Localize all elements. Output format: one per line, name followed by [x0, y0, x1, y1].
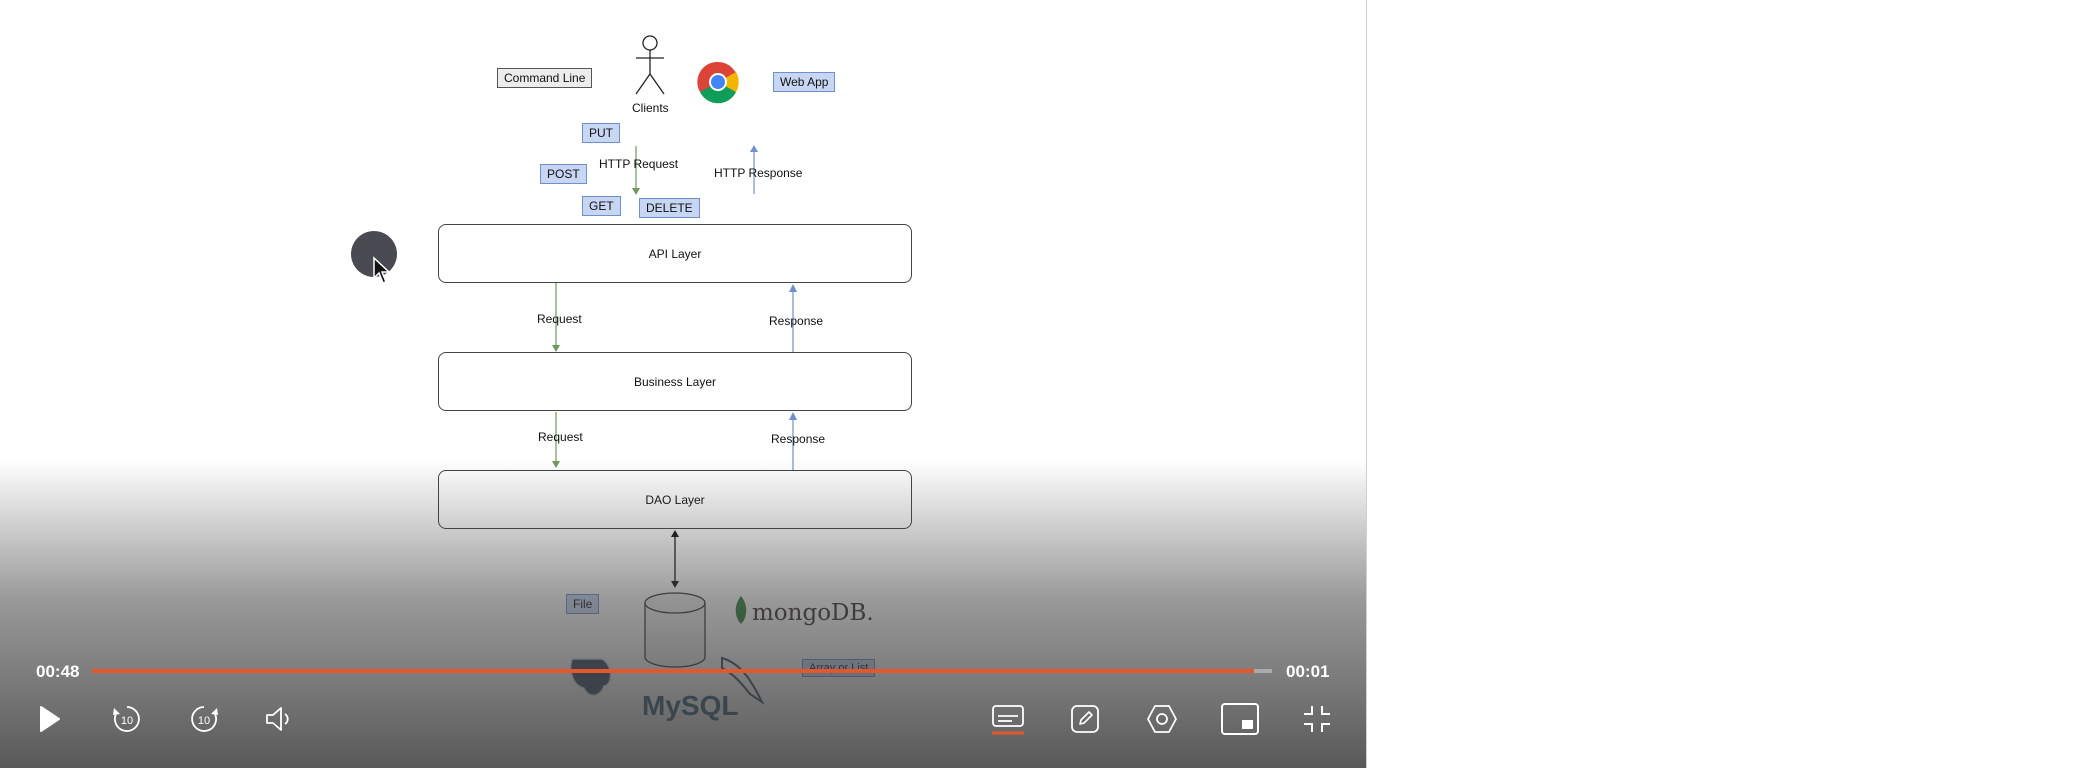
request-label-1: Request: [537, 312, 582, 326]
play-button[interactable]: [28, 698, 70, 740]
response-label-1: Response: [769, 314, 824, 328]
subtitles-button[interactable]: [987, 698, 1029, 740]
file-tag: File: [566, 594, 600, 614]
progress-bar[interactable]: [92, 669, 1272, 673]
mongodb-leaf-icon: [735, 596, 747, 624]
volume-icon: [266, 707, 289, 731]
mongodb-label: mongoDB.: [752, 600, 874, 626]
http-request-label: HTTP Request: [599, 157, 679, 171]
client-stick-figure: [635, 35, 665, 95]
forward-10-icon: 10: [191, 706, 218, 732]
dao-layer-box: DAO Layer: [438, 470, 912, 529]
business-layer-box: Business Layer: [438, 352, 912, 411]
exit-fullscreen-button[interactable]: [1296, 698, 1338, 740]
database-icon: [644, 592, 706, 668]
picture-in-picture-icon: [1221, 703, 1259, 735]
rewind-10-button[interactable]: 10: [106, 698, 148, 740]
exit-fullscreen-icon: [1304, 706, 1330, 732]
settings-icon: [1147, 705, 1177, 733]
annotate-button[interactable]: [1064, 698, 1106, 740]
mysql-label: MySQL: [642, 690, 739, 721]
forward-10-button[interactable]: 10: [183, 698, 225, 740]
request-label-2: Request: [538, 430, 583, 444]
blank-area: [1366, 0, 2084, 768]
chrome-logo-icon: [697, 61, 739, 104]
subtitles-icon: [992, 705, 1024, 735]
postgresql-icon: [570, 658, 612, 696]
remaining-time: 00:01: [1286, 662, 1330, 681]
svg-text:10: 10: [198, 715, 210, 727]
mouse-pointer-icon: [373, 256, 391, 284]
progress-fill: [92, 669, 1255, 673]
http-response-label: HTTP Response: [714, 166, 803, 180]
array-or-list-tag: Array or List: [802, 659, 876, 677]
put-tag: PUT: [582, 123, 620, 143]
picture-in-picture-button[interactable]: [1219, 698, 1261, 740]
pen-icon: [1071, 705, 1099, 733]
clients-label: Clients: [632, 101, 669, 115]
play-icon: [40, 706, 60, 732]
rewind-10-icon: 10: [113, 706, 140, 732]
web-app-tag: Web App: [773, 72, 836, 92]
video-player[interactable]: Command Line Clients Web App PUT POST GE…: [0, 0, 1366, 768]
svg-text:10: 10: [121, 715, 133, 727]
get-tag: GET: [582, 196, 621, 216]
response-label-2: Response: [771, 432, 826, 446]
volume-button[interactable]: [257, 698, 299, 740]
command-line-tag: Command Line: [497, 68, 593, 88]
settings-button[interactable]: [1141, 698, 1183, 740]
current-time: 00:48: [36, 662, 80, 681]
api-layer-box: API Layer: [438, 224, 912, 283]
delete-tag: DELETE: [639, 198, 700, 218]
post-tag: POST: [540, 164, 587, 184]
